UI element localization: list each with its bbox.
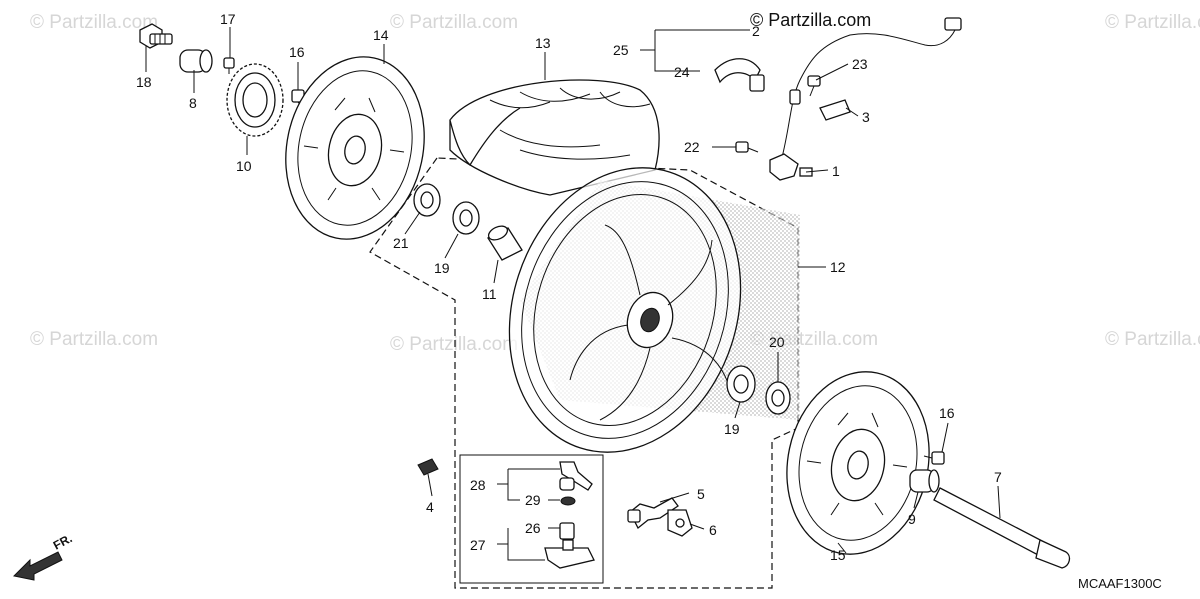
- watermarks: © Partzilla.com © Partzilla.com © Partzi…: [30, 10, 1200, 355]
- callout-17: 17: [220, 11, 236, 27]
- callout-27: 27: [470, 537, 486, 553]
- callout-19-right: 19: [724, 421, 740, 437]
- watermark-text: © Partzilla.com: [30, 329, 158, 350]
- collar-9: [909, 469, 940, 493]
- callout-9: 9: [908, 511, 916, 527]
- callout-19-left: 19: [434, 260, 450, 276]
- brake-disc-15: [786, 371, 930, 555]
- callout-5: 5: [697, 486, 705, 502]
- bracket-3: [819, 99, 851, 121]
- callout-18: 18: [136, 74, 152, 90]
- callout-14: 14: [373, 27, 389, 43]
- bearing-21: [413, 183, 441, 217]
- watermark-text: © Partzilla.com: [1105, 12, 1200, 33]
- valve-5: [627, 497, 679, 530]
- callout-2: 2: [752, 23, 760, 39]
- callout-10: 10: [236, 158, 252, 174]
- callout-23: 23: [852, 56, 868, 72]
- wheel-speed-sensor-1: [769, 17, 962, 181]
- watermark-text: © Partzilla.com: [390, 12, 518, 33]
- callout-26: 26: [525, 520, 541, 536]
- callout-16-right: 16: [939, 405, 955, 421]
- watermark-text: © Partzilla.com: [390, 334, 518, 355]
- callout-20: 20: [769, 334, 785, 350]
- pulser-ring-10: [226, 63, 284, 137]
- brake-disc-14: [285, 56, 425, 240]
- callout-22: 22: [684, 139, 700, 155]
- distance-collar-11: [487, 225, 523, 261]
- callout-3: 3: [862, 109, 870, 125]
- direction-label: FR.: [51, 531, 75, 552]
- nut-6: [667, 509, 693, 537]
- callout-15: 15: [830, 547, 846, 563]
- callout-25: 25: [613, 42, 629, 58]
- callout-8: 8: [189, 95, 197, 111]
- front-wheel-12: [508, 167, 800, 453]
- callout-29: 29: [525, 492, 541, 508]
- callout-labels: 1 2 3 4 5 6 7 8 9 10 11 12 13 14 15 16 1…: [136, 11, 1002, 563]
- watermark-text: © Partzilla.com: [1105, 329, 1200, 350]
- bearing-19-left: [452, 201, 480, 235]
- callout-21: 21: [393, 235, 409, 251]
- callout-1: 1: [832, 163, 840, 179]
- diagram-code: MCAAF1300C: [1078, 576, 1162, 591]
- callout-13: 13: [535, 35, 551, 51]
- callout-11: 11: [482, 286, 497, 302]
- screw-17: [223, 57, 235, 74]
- collar-8: [179, 49, 213, 73]
- dust-seal-20: [765, 381, 791, 415]
- callout-24: 24: [674, 64, 690, 80]
- bearing-19-right: [726, 365, 756, 403]
- clamp-24: [714, 58, 765, 92]
- watermark-text: © Partzilla.com: [30, 12, 158, 33]
- leader-lines: [145, 27, 1001, 561]
- bolt-22: [735, 141, 759, 153]
- watermark-header: © Partzilla.com: [750, 10, 871, 30]
- bolt-18: [139, 23, 173, 49]
- front-direction-arrow: FR.: [12, 531, 75, 581]
- weight-4: [417, 458, 439, 476]
- tire-13: [449, 79, 660, 196]
- callout-28: 28: [470, 477, 486, 493]
- axle-7: [933, 487, 1071, 569]
- assembly-outline: [369, 157, 799, 589]
- callout-16-left: 16: [289, 44, 305, 60]
- bolt-23: [807, 75, 821, 97]
- valve-kit-box: [459, 454, 604, 584]
- callout-6: 6: [709, 522, 717, 538]
- callout-4: 4: [426, 499, 434, 515]
- callout-12: 12: [830, 259, 846, 275]
- bolt-16-right: [923, 451, 945, 465]
- callout-7: 7: [994, 469, 1002, 485]
